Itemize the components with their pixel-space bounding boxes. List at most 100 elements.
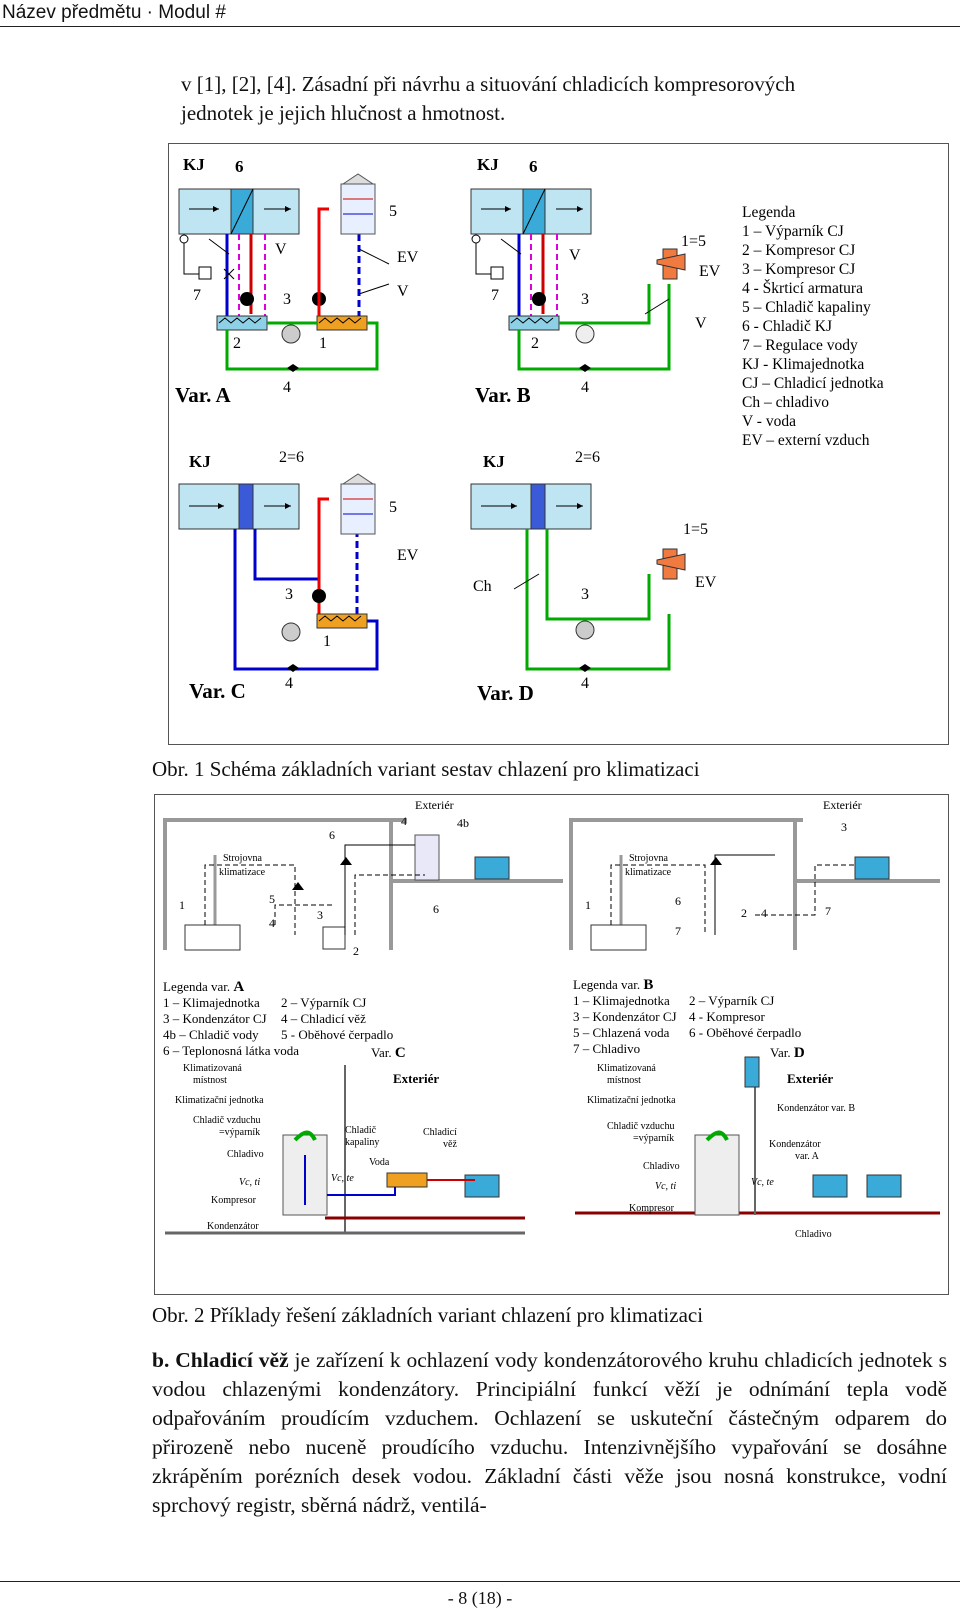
d-kond-a-1: Kondenzátor <box>769 1139 821 1150</box>
a-6a: 6 <box>329 828 335 842</box>
c-chladivo: Chladivo <box>227 1149 264 1160</box>
b-3: 3 <box>841 820 847 834</box>
d-kj: Klimatizační jednotka <box>587 1095 676 1106</box>
c-voda: Voda <box>369 1157 390 1168</box>
legend-3: 3 – Kompresor CJ <box>742 261 855 278</box>
c-exterier: Exteriér <box>393 1071 439 1086</box>
figure-2-diagram: Exteriér 4 4b 6 Strojovna klimatizace 1 … <box>163 798 940 1240</box>
figure-2-caption: Obr. 2 Příklady řešení základních varian… <box>152 1303 704 1327</box>
var-a-5: 5 <box>389 203 397 220</box>
legend-b-c1-3: 7 – Chladivo <box>573 1041 640 1056</box>
var-c-1: 1 <box>323 633 331 650</box>
legend-0: Legenda <box>742 204 795 221</box>
legend-a-c2-1: 4 – Chladicí věž <box>281 1011 366 1026</box>
legend-b-c2-2: 6 - Oběhové čerpadlo <box>689 1025 801 1040</box>
b-2: 2 <box>741 906 747 920</box>
c-var: Var. <box>371 1045 392 1060</box>
d-kond-a-2: var. A <box>795 1151 820 1162</box>
b-strojovna: Strojovna <box>629 853 668 864</box>
d-chladivo-2: Chladivo <box>795 1229 832 1240</box>
scheme-c: Var. C Exteriér Klimatizovaná místnost K… <box>165 1045 525 1235</box>
var-b-1-5: 1=5 <box>681 233 706 250</box>
legend-b-c2-0: 2 – Výparník CJ <box>689 993 774 1008</box>
var-d-3: 3 <box>581 586 589 603</box>
legend-b-c1-0: 1 – Klimajednotka <box>573 993 670 1008</box>
var-b-3: 3 <box>581 291 589 308</box>
d-letter: D <box>794 1045 805 1061</box>
var-a-2: 2 <box>233 335 241 352</box>
var-c-kj: KJ <box>189 452 211 471</box>
d-vte: Vc, te <box>751 1177 774 1188</box>
var-a-kj: KJ <box>183 155 205 174</box>
legend-8: KJ - Klimajednotka <box>742 356 864 373</box>
b-klimatizace: klimatizace <box>625 867 672 878</box>
var-c-3: 3 <box>285 586 293 603</box>
legend-a-c2-2: 5 - Oběhové čerpadlo <box>281 1027 393 1042</box>
d-chladivo: Chladivo <box>643 1161 680 1172</box>
c-chladic-2: kapaliny <box>345 1137 379 1148</box>
legend-a-c2-0: 2 – Výparník CJ <box>281 995 366 1010</box>
d-mistnost-2: místnost <box>607 1075 641 1086</box>
legend-2: 2 – Kompresor CJ <box>742 242 855 259</box>
legend-12: EV – externí vzduch <box>742 432 870 449</box>
var-c-4: 4 <box>285 675 293 692</box>
var-b-2: 2 <box>531 335 539 352</box>
a-5: 5 <box>269 892 275 906</box>
var-a-3: 3 <box>283 291 291 308</box>
c-vyp-1: Chladič vzduchu <box>193 1115 260 1126</box>
variant-c: KJ 2=6 5 EV 3 1 4 Var. C <box>178 449 419 703</box>
var-c-label: Var. C <box>189 679 246 703</box>
var-d-1-5: 1=5 <box>683 521 708 538</box>
var-a-4: 4 <box>283 379 291 396</box>
figure-1-legend: Legenda 1 – Výparník CJ 2 – Kompresor CJ… <box>742 204 884 449</box>
legend-a-c1-0: 1 – Klimajednotka <box>163 995 260 1010</box>
var-d-4: 4 <box>581 675 589 692</box>
d-var: Var. <box>770 1045 791 1060</box>
d-vyp-1: Chladič vzduchu <box>607 1121 674 1132</box>
svg-text:Legenda var. B: Legenda var. B <box>573 977 653 993</box>
var-c-ev: EV <box>397 547 419 564</box>
legend-a-letter: A <box>233 979 244 995</box>
var-d-ev: EV <box>695 574 717 591</box>
figure-2-frame: Exteriér 4 4b 6 Strojovna klimatizace 1 … <box>154 794 949 1295</box>
a-exterier: Exteriér <box>415 798 454 812</box>
var-b-v2: V <box>695 315 707 332</box>
legend-b-c1-1: 3 – Kondenzátor CJ <box>573 1009 677 1024</box>
c-chladic-1: Chladič <box>345 1125 377 1136</box>
body-text: je zařízení k ochlazení vody kondenzátor… <box>152 1348 947 1517</box>
var-b-7: 7 <box>491 287 499 304</box>
d-vyp-2: =výparník <box>633 1133 674 1144</box>
legend-b-letter: B <box>643 977 653 993</box>
a-klimatizace: klimatizace <box>219 867 266 878</box>
var-b-4: 4 <box>581 379 589 396</box>
var-a-v1: V <box>275 241 287 258</box>
legend-1: 1 – Výparník CJ <box>742 223 844 240</box>
c-vez-1: Chladicí <box>423 1127 457 1138</box>
legend-b-title: Legenda var. <box>573 977 640 992</box>
legend-a-c1-3: 6 – Teplonosná látka voda <box>163 1043 299 1058</box>
var-b-kj: KJ <box>477 155 499 174</box>
legend-a: Legenda var. A 1 – Klimajednotka 3 – Kon… <box>163 979 393 1058</box>
legend-7: 7 – Regulace vody <box>742 337 858 354</box>
var-d-2-6: 2=6 <box>575 449 600 466</box>
c-vyp-2: =výparník <box>219 1127 260 1138</box>
intro-line-2: jednotek je jejich hlučnost a hmotnost. <box>181 101 506 125</box>
a-4c: 4 <box>269 916 275 930</box>
c-kj: Klimatizační jednotka <box>175 1095 264 1106</box>
d-kond-b: Kondenzátor var. B <box>777 1103 855 1114</box>
c-kompresor: Kompresor <box>211 1195 257 1206</box>
d-mistnost-1: Klimatizovaná <box>597 1063 656 1074</box>
var-b-6: 6 <box>529 157 538 176</box>
variant-d: KJ 2=6 1=5 EV Ch 3 4 Var. D <box>470 449 717 705</box>
c-letter: C <box>395 1045 406 1061</box>
a-4b: 4b <box>457 816 469 830</box>
svg-text:Var. D: Var. D <box>770 1045 805 1061</box>
var-b-ev: EV <box>699 263 721 280</box>
legend-5: 5 – Chladič kapaliny <box>742 299 871 316</box>
legend-9: CJ – Chladicí jednotka <box>742 375 884 392</box>
var-c-2-6: 2=6 <box>279 449 304 466</box>
body-term: Chladicí věž <box>175 1348 289 1372</box>
d-kompresor: Kompresor <box>629 1203 675 1214</box>
figure-1-caption: Obr. 1 Schéma základních variant sestav … <box>152 757 700 781</box>
a-4: 4 <box>401 814 407 828</box>
